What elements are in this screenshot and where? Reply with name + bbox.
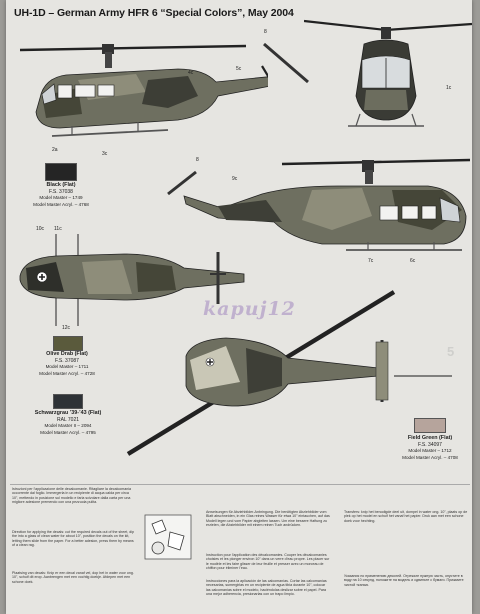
callout-5c: 5c bbox=[236, 66, 242, 72]
color-label-black: Black (Flat) F.S. 37038 Model Master – 1… bbox=[26, 182, 96, 208]
callout-7c: 7c bbox=[368, 258, 374, 264]
color-name: Field Green (Flat) bbox=[407, 435, 453, 441]
color-label-schwarzgrau: Schwarzgrau ’39-’43 (Flat) RAL 7021 Mode… bbox=[28, 410, 108, 436]
callout-9c: 9c bbox=[232, 176, 238, 182]
color-fs: F.S. 34097 bbox=[418, 441, 442, 448]
instruction-italian: Istruzioni per l’applicazione delle deca… bbox=[12, 487, 132, 504]
instruction-spanish: Instrucciones para la aplicación de las … bbox=[206, 579, 327, 596]
page-title: UH-1D – German Army HFR 6 “Special Color… bbox=[14, 7, 294, 19]
color-name: Schwarzgrau ’39-’43 (Flat) bbox=[34, 410, 102, 416]
instruction-english: Direction for applying the decals: cut t… bbox=[12, 530, 135, 547]
color-acryl: Model Master Acryl. – 4795 bbox=[40, 429, 96, 435]
color-fs: RAL 7021 bbox=[56, 416, 80, 423]
instruction-dutch-left: Plaatsing van decals: Knip er een decal … bbox=[12, 571, 134, 584]
callout-10c: 10c bbox=[36, 226, 45, 232]
color-fs: F.S. 37038 bbox=[49, 188, 73, 195]
bottom-view-drawing bbox=[126, 290, 452, 456]
callout-2a: 2a bbox=[52, 147, 58, 153]
side-profile-left-drawing bbox=[19, 44, 268, 137]
color-model-master: Model Master II – 2094 bbox=[44, 423, 92, 429]
color-swatch-olive-drab bbox=[53, 336, 83, 351]
instruction-french: Instruction pour l’application des décal… bbox=[206, 553, 330, 570]
callout-11c: 11c bbox=[54, 226, 62, 232]
watermark: kapuj12 bbox=[203, 298, 296, 320]
callout-3c: 3c bbox=[102, 151, 108, 157]
color-model-master: Model Master – 1712 bbox=[408, 448, 452, 454]
side-profile-right-drawing bbox=[167, 158, 471, 251]
color-label-field-green: Field Green (Flat) F.S. 34097 Model Mast… bbox=[390, 435, 470, 461]
callout-6c: 6c bbox=[410, 258, 416, 264]
divider bbox=[10, 484, 470, 485]
color-swatch-field-green bbox=[414, 418, 446, 433]
color-acryl: Model Master Acryl. – 4728 bbox=[39, 370, 95, 376]
color-label-olive-drab: Olive Drab (Flat) F.S. 37087 Model Maste… bbox=[32, 351, 102, 377]
color-model-master: Model Master – 1711 bbox=[45, 364, 89, 370]
color-acryl: Model Master Acryl. – 4768 bbox=[33, 201, 89, 207]
decal-application-icon bbox=[144, 514, 192, 560]
tail-rotor-drawing bbox=[263, 42, 309, 84]
callout-8-top: 8 bbox=[264, 29, 267, 35]
color-fs: F.S. 37087 bbox=[55, 357, 79, 364]
top-view-drawing bbox=[19, 234, 245, 326]
color-swatch-black bbox=[45, 163, 77, 181]
instruction-german: Anweisungen für Abziehbilder-Anbringung.… bbox=[206, 510, 330, 527]
color-model-master: Model Master – 1749 bbox=[39, 195, 83, 201]
instruction-sheet: UH-1D – German Army HFR 6 “Special Color… bbox=[6, 0, 472, 614]
page-number: 5 bbox=[447, 344, 455, 359]
instruction-russian: Указания по применению деколей. Отрежьте… bbox=[344, 574, 464, 587]
callout-4c: 4c bbox=[188, 70, 194, 76]
color-swatch-schwarzgrau bbox=[53, 394, 83, 409]
callout-8-mid: 8 bbox=[196, 157, 199, 163]
color-name: Black (Flat) bbox=[46, 182, 76, 188]
callout-12c: 12c bbox=[62, 325, 71, 331]
color-acryl: Model Master Acryl. – 4708 bbox=[402, 454, 458, 460]
callout-1c: 1c bbox=[446, 85, 452, 91]
color-name: Olive Drab (Flat) bbox=[46, 351, 88, 357]
front-view-drawing bbox=[304, 19, 472, 127]
instruction-dutch-right: Transfers: knip het benodigde deel uit, … bbox=[344, 510, 468, 523]
